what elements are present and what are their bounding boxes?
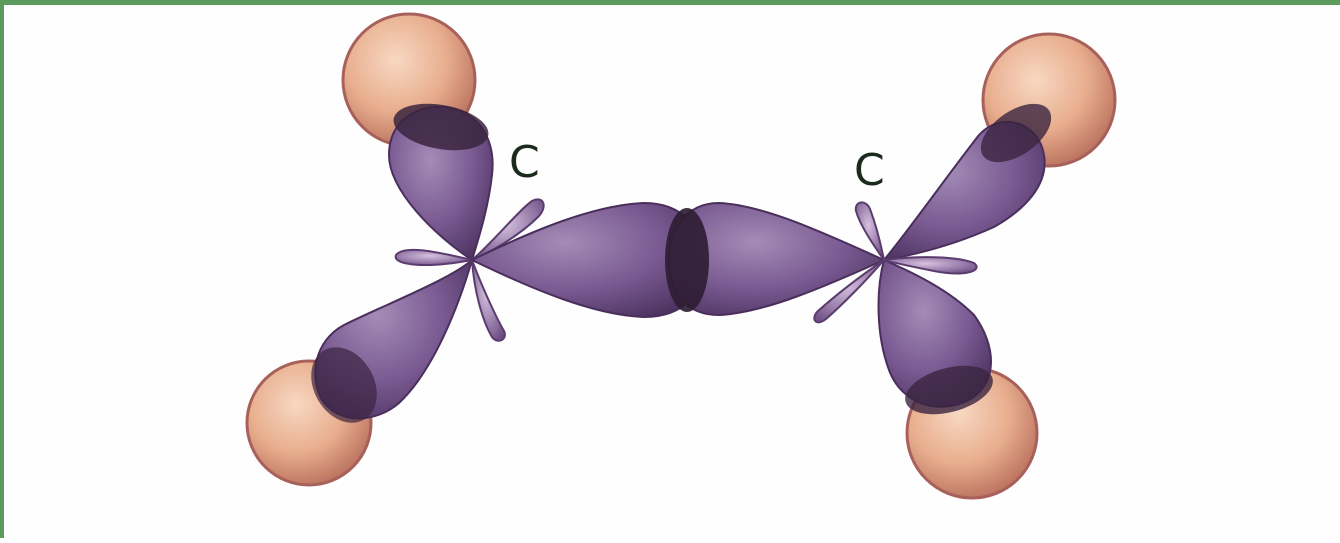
ethylene-orbital-diagram: C C bbox=[4, 5, 1340, 543]
carbon-label-left: C bbox=[509, 137, 540, 188]
sigma-overlap-region bbox=[665, 208, 709, 312]
carbon-label-right: C bbox=[854, 145, 885, 196]
